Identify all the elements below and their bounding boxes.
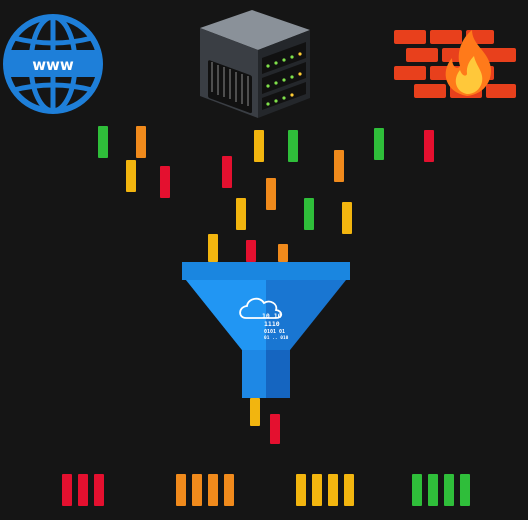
pile-packet-red bbox=[62, 474, 72, 506]
binary-line-1: 10 10 bbox=[262, 312, 282, 320]
pile-packet-orange bbox=[224, 474, 234, 506]
pile-red bbox=[62, 474, 104, 506]
pile-packet-green bbox=[444, 474, 454, 506]
packet-yellow bbox=[254, 130, 264, 162]
pile-packet-yellow bbox=[312, 474, 322, 506]
firewall-icon bbox=[394, 30, 516, 98]
funnel-icon bbox=[182, 262, 350, 398]
cloud-icon bbox=[239, 297, 283, 319]
packet-orange bbox=[278, 244, 288, 262]
binary-line-4: 01 .. 010 bbox=[264, 335, 289, 341]
packet-red bbox=[222, 156, 232, 188]
pile-packet-green bbox=[412, 474, 422, 506]
binary-line-2: 1110 bbox=[264, 320, 280, 328]
pile-orange bbox=[176, 474, 234, 506]
packet-red bbox=[424, 130, 434, 162]
packet-green bbox=[288, 130, 298, 162]
packet-orange bbox=[136, 126, 146, 158]
packet-yellow bbox=[342, 202, 352, 234]
packet-orange bbox=[266, 178, 276, 210]
pile-packet-green bbox=[428, 474, 438, 506]
packet-green bbox=[304, 198, 314, 230]
pile-green bbox=[412, 474, 470, 506]
pile-packet-red bbox=[78, 474, 88, 506]
output-packet-yellow bbox=[250, 398, 260, 426]
globe-icon: www bbox=[3, 14, 103, 114]
pile-packet-yellow bbox=[344, 474, 354, 506]
pile-packet-orange bbox=[192, 474, 202, 506]
packet-green bbox=[98, 126, 108, 158]
packet-red bbox=[246, 240, 256, 262]
pile-yellow bbox=[296, 474, 354, 506]
pile-packet-orange bbox=[208, 474, 218, 506]
globe-label: www bbox=[32, 56, 74, 74]
server-rack-icon bbox=[200, 10, 310, 118]
packet-yellow bbox=[208, 234, 218, 262]
binary-text: 10 10 1110 0101 01 01 .. 010 bbox=[262, 312, 289, 341]
packet-yellow bbox=[236, 198, 246, 230]
pile-packet-yellow bbox=[296, 474, 306, 506]
binary-line-3: 0101 01 bbox=[264, 329, 285, 335]
pile-packet-red bbox=[94, 474, 104, 506]
packet-green bbox=[374, 128, 384, 160]
pile-packet-green bbox=[460, 474, 470, 506]
packet-yellow bbox=[126, 160, 136, 192]
packet-orange bbox=[334, 150, 344, 182]
pile-packet-yellow bbox=[328, 474, 338, 506]
output-packet-red bbox=[270, 414, 280, 444]
packet-red bbox=[160, 166, 170, 198]
pile-packet-orange bbox=[176, 474, 186, 506]
